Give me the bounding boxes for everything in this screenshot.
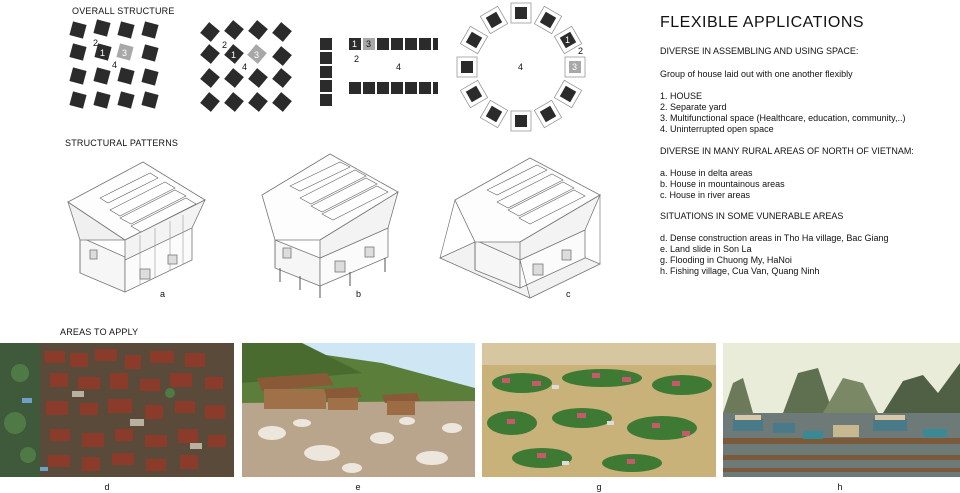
- legend-item-house: 1. HOUSE: [660, 91, 703, 101]
- structure-3-num-1: 1: [352, 39, 358, 49]
- legend-item-open-space: 4. Uninterrupted open space: [660, 124, 774, 134]
- group-text: Group of house laid out with one another…: [660, 69, 853, 79]
- structure-1-num-2: 2: [93, 38, 99, 48]
- structure-grid-diagram-1: [69, 19, 159, 109]
- legend-item-yard: 2. Separate yard: [660, 102, 727, 112]
- structure-4-num-2: 2: [578, 46, 584, 56]
- overall-structure-diagrams: [69, 2, 586, 132]
- areas-to-apply-label: AREAS TO APPLY: [60, 327, 139, 337]
- structure-4-num-1: 1: [565, 35, 571, 45]
- situation-item-g: g. Flooding in Chuong My, HaNoi: [660, 255, 792, 265]
- photo-caption-g: g: [596, 482, 602, 492]
- structure-1-num-1: 1: [100, 48, 106, 58]
- diverse-areas-heading: DIVERSE IN MANY RURAL AREAS OF NORTH OF …: [660, 146, 914, 156]
- situation-item-h: h. Fishing village, Cua Van, Quang Ninh: [660, 266, 820, 276]
- photo-landslide: [242, 343, 475, 477]
- situations-heading: SITUATIONS IN SOME VUNERABLE AREAS: [660, 211, 844, 221]
- structure-1-num-4: 4: [112, 60, 118, 70]
- structure-3-num-4: 4: [396, 62, 402, 72]
- area-item-b: b. House in mountainous areas: [660, 179, 785, 189]
- structural-patterns-drawings: [67, 153, 601, 299]
- structure-circular-diagram: [456, 2, 586, 132]
- structure-2-num-3: 3: [254, 50, 260, 60]
- structural-patterns-label: STRUCTURAL PATTERNS: [65, 138, 179, 148]
- area-item-a: a. House in delta areas: [660, 168, 753, 178]
- house-b-drawing: [261, 153, 399, 298]
- structure-3-num-2: 2: [354, 54, 360, 64]
- overall-structure-label: OVERALL STRUCTURE: [72, 6, 175, 16]
- area-item-c: c. House in river areas: [660, 190, 751, 200]
- structure-2-num-1: 1: [231, 50, 237, 60]
- photo-caption-h: h: [837, 482, 843, 492]
- photo-caption-d: d: [104, 482, 110, 492]
- pattern-caption-a: a: [160, 289, 166, 299]
- structure-linear-diagram: [320, 38, 438, 106]
- situation-item-d: d. Dense construction areas in Tho Ha vi…: [660, 233, 889, 243]
- house-a-drawing: [67, 161, 206, 293]
- structure-4-num-4: 4: [518, 62, 524, 72]
- photo-dense-village: [0, 343, 234, 477]
- house-c-drawing: [439, 157, 601, 299]
- structure-grid-diagram-2: [200, 20, 292, 112]
- structure-3-num-3: 3: [366, 39, 372, 49]
- structure-1-num-3: 3: [122, 48, 128, 58]
- panel-title: FLEXIBLE APPLICATIONS: [660, 14, 865, 31]
- pattern-caption-b: b: [356, 289, 362, 299]
- situation-item-e: e. Land slide in Son La: [660, 244, 752, 254]
- diverse-space-heading: DIVERSE IN ASSEMBLING AND USING SPACE:: [660, 46, 859, 56]
- legend-item-multifunctional: 3. Multifunctional space (Healthcare, ed…: [660, 113, 906, 123]
- pattern-caption-c: c: [566, 289, 571, 299]
- photo-fishing-village: [723, 343, 960, 477]
- photo-caption-e: e: [355, 482, 361, 492]
- photo-flooding: [482, 343, 716, 477]
- structure-2-num-2: 2: [222, 40, 228, 50]
- structure-4-num-3: 3: [572, 62, 578, 72]
- structure-2-num-4: 4: [242, 62, 248, 72]
